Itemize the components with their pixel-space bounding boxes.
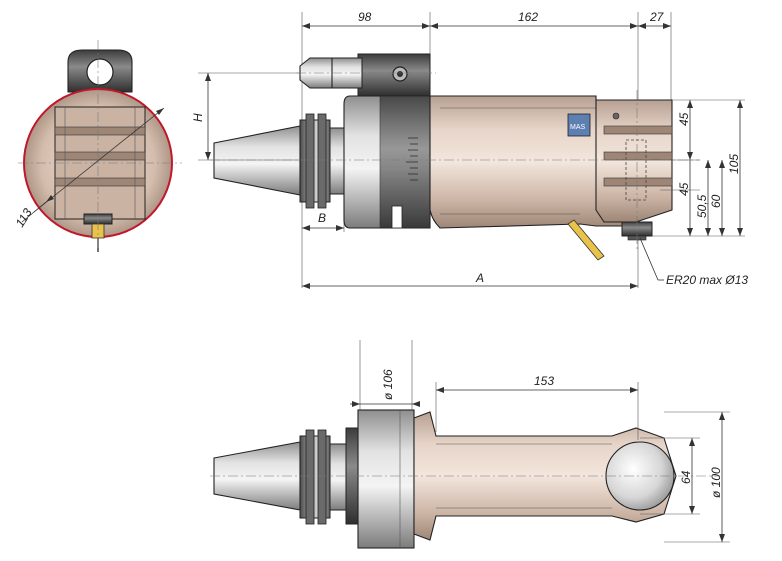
dim-dia100-label: ø 100 (709, 467, 723, 498)
dim-a-label: A (475, 271, 484, 285)
dim-60-label: 60 (709, 194, 723, 208)
end-view-lug-hole (86, 58, 114, 86)
dim-b-label: B (318, 211, 326, 225)
dim-64-label: 64 (679, 470, 693, 484)
side-view-taper (213, 125, 301, 196)
side-view-badge-text: MAS (570, 124, 586, 131)
dim-45-bottom-label: 45 (677, 182, 691, 196)
side-view-angle-scale (406, 137, 418, 181)
end-view: 113 (13, 40, 182, 252)
dim-dia106-label: ø 106 (381, 369, 395, 400)
dim-98-label: 98 (358, 10, 372, 24)
dim-27-label: 27 (649, 10, 665, 24)
side-view-head (595, 99, 673, 223)
collet-note-label: ER20 max Ø13 (666, 273, 748, 287)
dim-162-label: 162 (518, 10, 538, 24)
top-view: ø 106 153 64 ø 100 (210, 340, 730, 549)
side-view-badge (567, 113, 591, 137)
dim-153-label: 153 (534, 374, 554, 388)
side-view-coolant-pipe (567, 219, 605, 261)
dim-45-top-label: 45 (677, 112, 691, 126)
dim-105-label: 105 (727, 154, 741, 174)
top-view-drum (357, 409, 415, 549)
dim-h-label: H (191, 113, 205, 122)
side-view: 98 162 27 H B (191, 10, 748, 289)
dim-50-5-label: 50,5 (695, 194, 709, 218)
end-view-diagonal-label: 113 (13, 206, 35, 230)
